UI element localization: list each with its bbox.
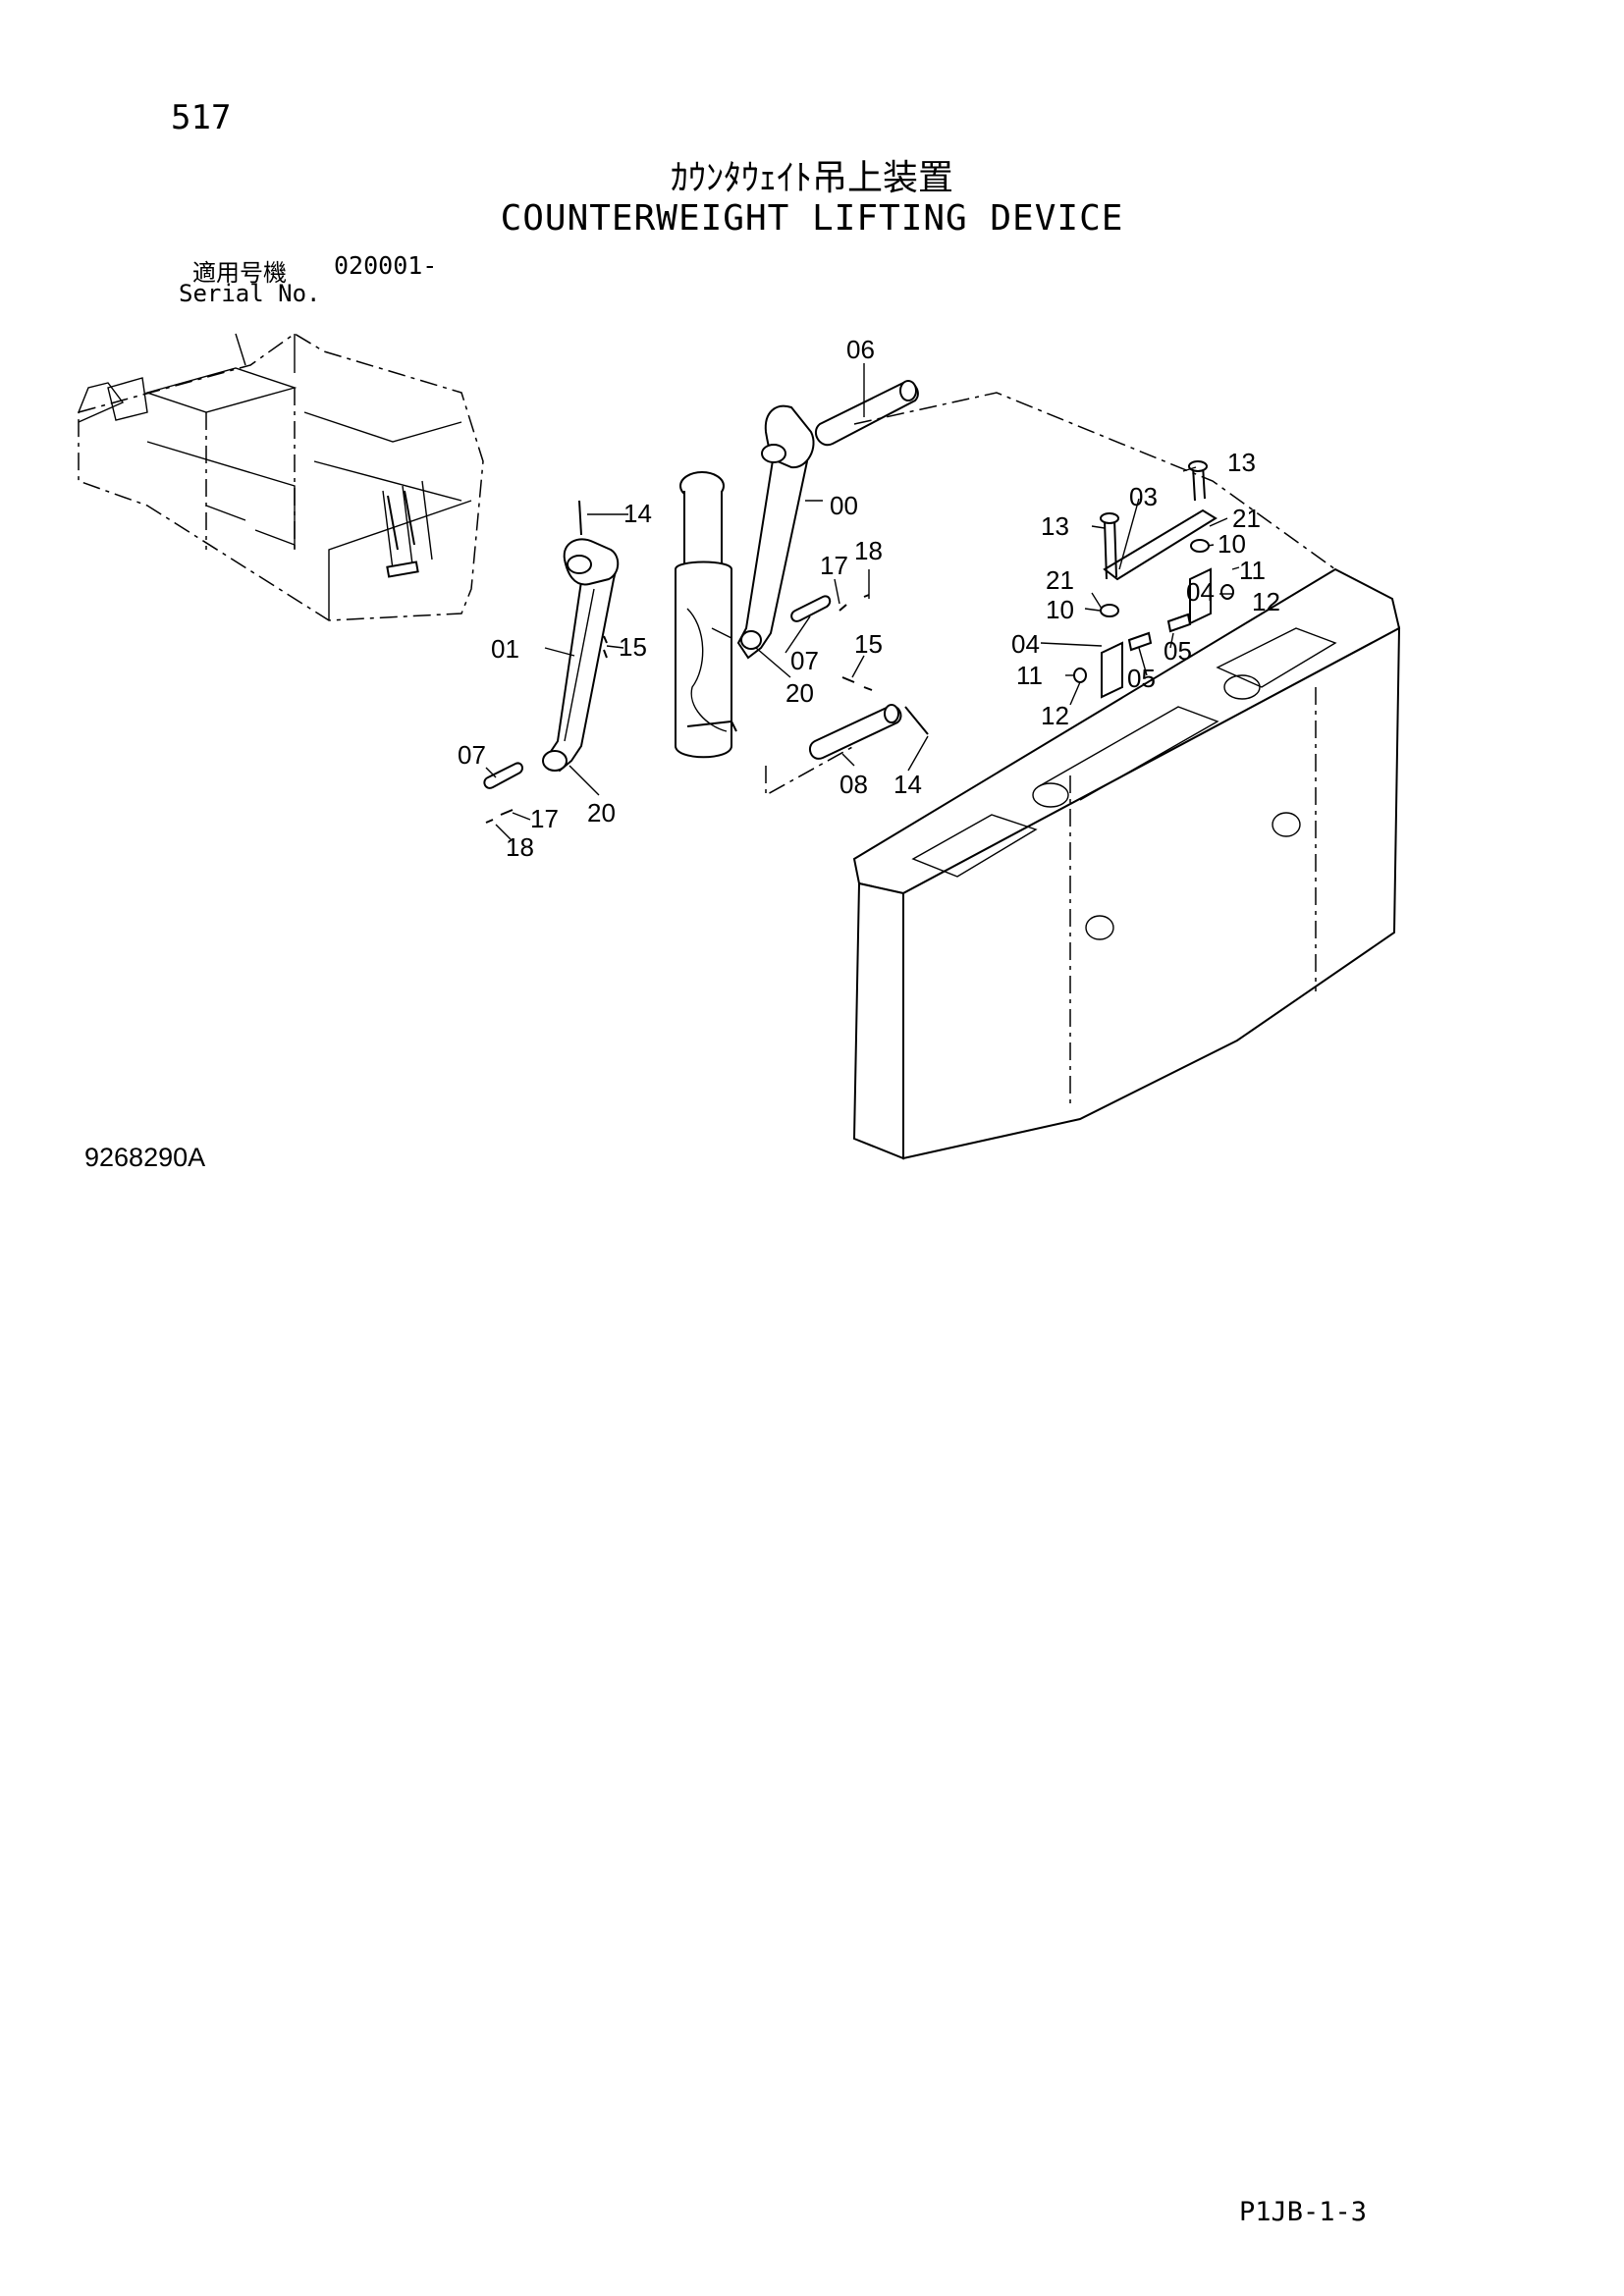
callout-label: 05: [1127, 664, 1156, 693]
bracket-assembly: [1073, 460, 1234, 699]
callout-label: 13: [1227, 448, 1256, 477]
callout-label: 15: [854, 629, 883, 659]
callout-label: 04: [1186, 577, 1215, 607]
lift-link-right: [736, 404, 815, 660]
callout-label: 14: [623, 499, 652, 528]
callout-label: 05: [1164, 636, 1192, 666]
callout-label: 08: [839, 770, 868, 799]
callout-label: 07: [790, 646, 819, 675]
serial-number-value: 020001-: [334, 251, 438, 280]
sheet-code: P1JB-1-3: [1239, 2197, 1368, 2227]
page-title: COUNTERWEIGHT LIFTING DEVICE: [500, 198, 1124, 239]
page-number: 517: [171, 98, 232, 137]
hardware-small: [485, 500, 929, 824]
callout-label: 15: [619, 632, 647, 662]
leader-lines: [485, 363, 1240, 840]
machine-overview-thumbnail: [78, 333, 484, 621]
callout-label: 11: [1239, 556, 1266, 585]
serial-label-japanese: 適用号機: [192, 260, 287, 287]
callout-label: 10: [1046, 595, 1074, 624]
callout-label: 21: [1046, 565, 1074, 595]
callout-label: 12: [1041, 701, 1069, 730]
callout-label: 13: [1041, 511, 1069, 541]
callout-label: 07: [458, 740, 486, 770]
pin-06: [814, 380, 919, 447]
callout-label: 01: [491, 634, 519, 664]
callout-label: 20: [785, 678, 814, 708]
callout-label: 17: [820, 551, 848, 580]
serial-label: Serial No.: [179, 280, 321, 307]
callout-label: 10: [1218, 529, 1246, 559]
pin-07: [483, 595, 832, 789]
lift-link-left: [542, 538, 620, 773]
callout-label: 12: [1252, 587, 1280, 616]
callout-label: 18: [506, 832, 534, 862]
pin-08: [808, 704, 902, 760]
callout-label: 21: [1232, 504, 1261, 533]
callout-label: 03: [1129, 482, 1158, 511]
page-title-japanese: ｶｳﾝﾀｳｪｲﾄ吊上装置: [670, 157, 953, 197]
callout-label: 04: [1011, 629, 1040, 659]
callout-label: 17: [530, 804, 559, 833]
callout-label: 11: [1016, 661, 1043, 690]
drawing-number: 9268290A: [84, 1143, 206, 1172]
counterweight-body: [765, 392, 1401, 1160]
callout-label: 20: [587, 798, 616, 828]
hydraulic-cylinder: [675, 471, 737, 759]
part-callouts: 06 13 00 14 03 21 13 17 18 10 21 11 10 0…: [458, 335, 1280, 862]
callout-label: 06: [846, 335, 875, 364]
callout-label: 14: [893, 770, 922, 799]
callout-label: 00: [830, 491, 858, 520]
callout-label: 18: [854, 536, 883, 565]
